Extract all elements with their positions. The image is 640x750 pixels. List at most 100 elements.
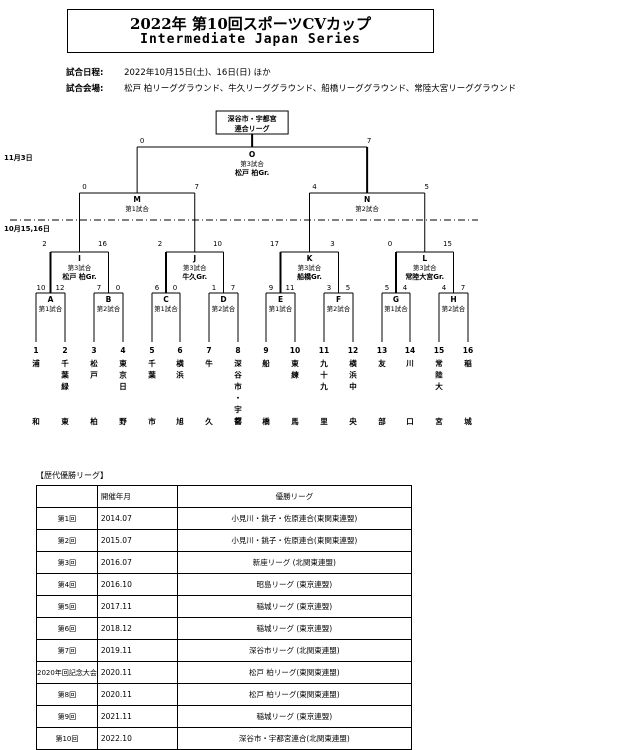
r1-game-letter: G <box>393 295 399 304</box>
title-box: 2022年 第10回スポーツCVカップ Intermediate Japan S… <box>67 9 434 53</box>
team-name-char: 練 <box>291 370 299 380</box>
date-label-nov: 11月3日 <box>4 154 33 162</box>
team-name-last-char: 城 <box>464 416 472 426</box>
team-name-char: 陸 <box>435 370 443 380</box>
history-header-date: 開催年月 <box>96 485 178 508</box>
r1-score-left: 7 <box>97 284 101 292</box>
team-number: 5 <box>149 346 154 355</box>
team-name-char: 緑 <box>61 381 69 391</box>
history-date: 2015.07 <box>96 529 178 552</box>
team-name-last-char: 東 <box>61 416 69 426</box>
history-league: 稲城リーグ (東京連盟) <box>176 595 412 618</box>
r1-score-right: 4 <box>403 284 408 292</box>
final-score-right: 7 <box>367 137 371 145</box>
team-name-char: 浜 <box>349 370 357 380</box>
history-caption: 【歴代優勝リーグ】 <box>36 471 108 480</box>
team-name-char: 千 <box>148 358 156 368</box>
page-title: 2022年 第10回スポーツCVカップ <box>129 15 372 33</box>
history-edition: 第8回 <box>36 683 98 706</box>
history-date: 2020.11 <box>96 683 178 706</box>
r1-score-left: 1 <box>212 284 216 292</box>
qf-game-letter: J <box>192 254 196 263</box>
qf-winner-label: 牛久Gr. <box>182 272 207 281</box>
qf-game-label: 第3試合 <box>68 263 92 272</box>
r1-game-label: 第1試合 <box>154 304 178 313</box>
history-edition: 第3回 <box>36 551 98 574</box>
team-number: 15 <box>434 346 444 355</box>
champion-line1: 深谷市・宇都宮 <box>228 114 277 123</box>
qf-score-left: 17 <box>270 240 279 248</box>
r1-game-label: 第1試合 <box>39 304 63 313</box>
team-name-last-char: 口 <box>406 417 414 426</box>
qf-score-right: 3 <box>330 240 334 248</box>
r1-score-right: 7 <box>461 284 465 292</box>
history-header-row: 開催年月 優勝リーグ <box>36 485 412 508</box>
team-name-char: ・ <box>234 394 242 403</box>
team-name-char: 東 <box>291 358 299 368</box>
team-name-char: 東 <box>119 358 127 368</box>
team-name-char: 千 <box>61 358 69 368</box>
qf-game-letter: I <box>78 254 81 263</box>
history-league: 松戸 柏リーグ(東関東連盟) <box>176 683 412 706</box>
history-edition: 第1回 <box>36 507 98 530</box>
sf-score-left: 0 <box>82 183 86 191</box>
r1-game-label: 第2試合 <box>212 304 236 313</box>
r1-score-right: 5 <box>346 284 350 292</box>
history-edition: 第10回 <box>36 727 98 750</box>
date-label-oct: 10月15,16日 <box>4 225 50 233</box>
venue-row: 試合会場: 松戸 柏リーググラウンド、牛久リーググラウンド、船橋リーググラウンド… <box>66 82 516 94</box>
page-subtitle: Intermediate Japan Series <box>140 32 361 47</box>
history-date: 2020.11 <box>96 661 178 684</box>
schedule-value: 2022年10月15日(土)、16日(日) ほか <box>124 68 271 78</box>
history-league: 深谷市・宇都宮連合(北関東連盟) <box>176 727 412 750</box>
sf-score-left: 4 <box>312 183 317 191</box>
history-header-league: 優勝リーグ <box>176 485 412 508</box>
history-date: 2018.12 <box>96 617 178 640</box>
team-name-char: 谷 <box>234 370 242 380</box>
qf-winner-label: 常陸大宮Gr. <box>405 272 444 281</box>
history-date: 2021.11 <box>96 705 178 728</box>
r1-game-letter: F <box>336 295 341 304</box>
r1-game-letter: C <box>163 295 169 304</box>
team-number: 2 <box>62 346 67 355</box>
history-date: 2019.11 <box>96 639 178 662</box>
team-name-last-char: 宮 <box>435 416 443 426</box>
qf-game-letter: L <box>422 254 427 263</box>
r1-score-left: 10 <box>37 284 46 292</box>
team-number: 16 <box>463 346 473 355</box>
qf-score-left: 2 <box>158 240 162 248</box>
team-number: 10 <box>290 346 300 355</box>
team-name-char: 浜 <box>176 370 184 380</box>
team-name-char: 葉 <box>60 370 69 380</box>
team-name-char: 友 <box>377 358 386 368</box>
sf-game-label: 第1試合 <box>125 204 149 213</box>
history-league: 小見川・銚子・佐原連合(東関東連盟) <box>176 529 412 552</box>
history-header-edition <box>36 485 98 508</box>
team-name-last-char: 橋 <box>262 416 270 426</box>
team-name-last-char: 央 <box>349 416 357 426</box>
qf-score-left: 0 <box>388 240 392 248</box>
team-name-char: 大 <box>435 381 443 391</box>
r1-score-right: 12 <box>56 284 65 292</box>
qf-score-left: 2 <box>42 240 46 248</box>
final-game-letter: O <box>249 150 255 159</box>
r1-game-letter: E <box>278 295 283 304</box>
team-name-char: 川 <box>405 359 414 368</box>
qf-game-label: 第3試合 <box>413 263 437 272</box>
team-name-char: 稲 <box>464 358 472 368</box>
team-name-last-char: 宮 <box>234 416 242 426</box>
team-name-last-char: 和 <box>32 416 40 426</box>
r1-game-label: 第1試合 <box>384 304 408 313</box>
history-date: 2014.07 <box>96 507 178 530</box>
team-number: 12 <box>348 346 358 355</box>
r1-score-left: 5 <box>385 284 389 292</box>
sf-game-letter: N <box>364 195 370 204</box>
history-edition: 第7回 <box>36 639 98 662</box>
r1-game-label: 第1試合 <box>269 304 293 313</box>
team-name-char: 常 <box>435 358 443 368</box>
